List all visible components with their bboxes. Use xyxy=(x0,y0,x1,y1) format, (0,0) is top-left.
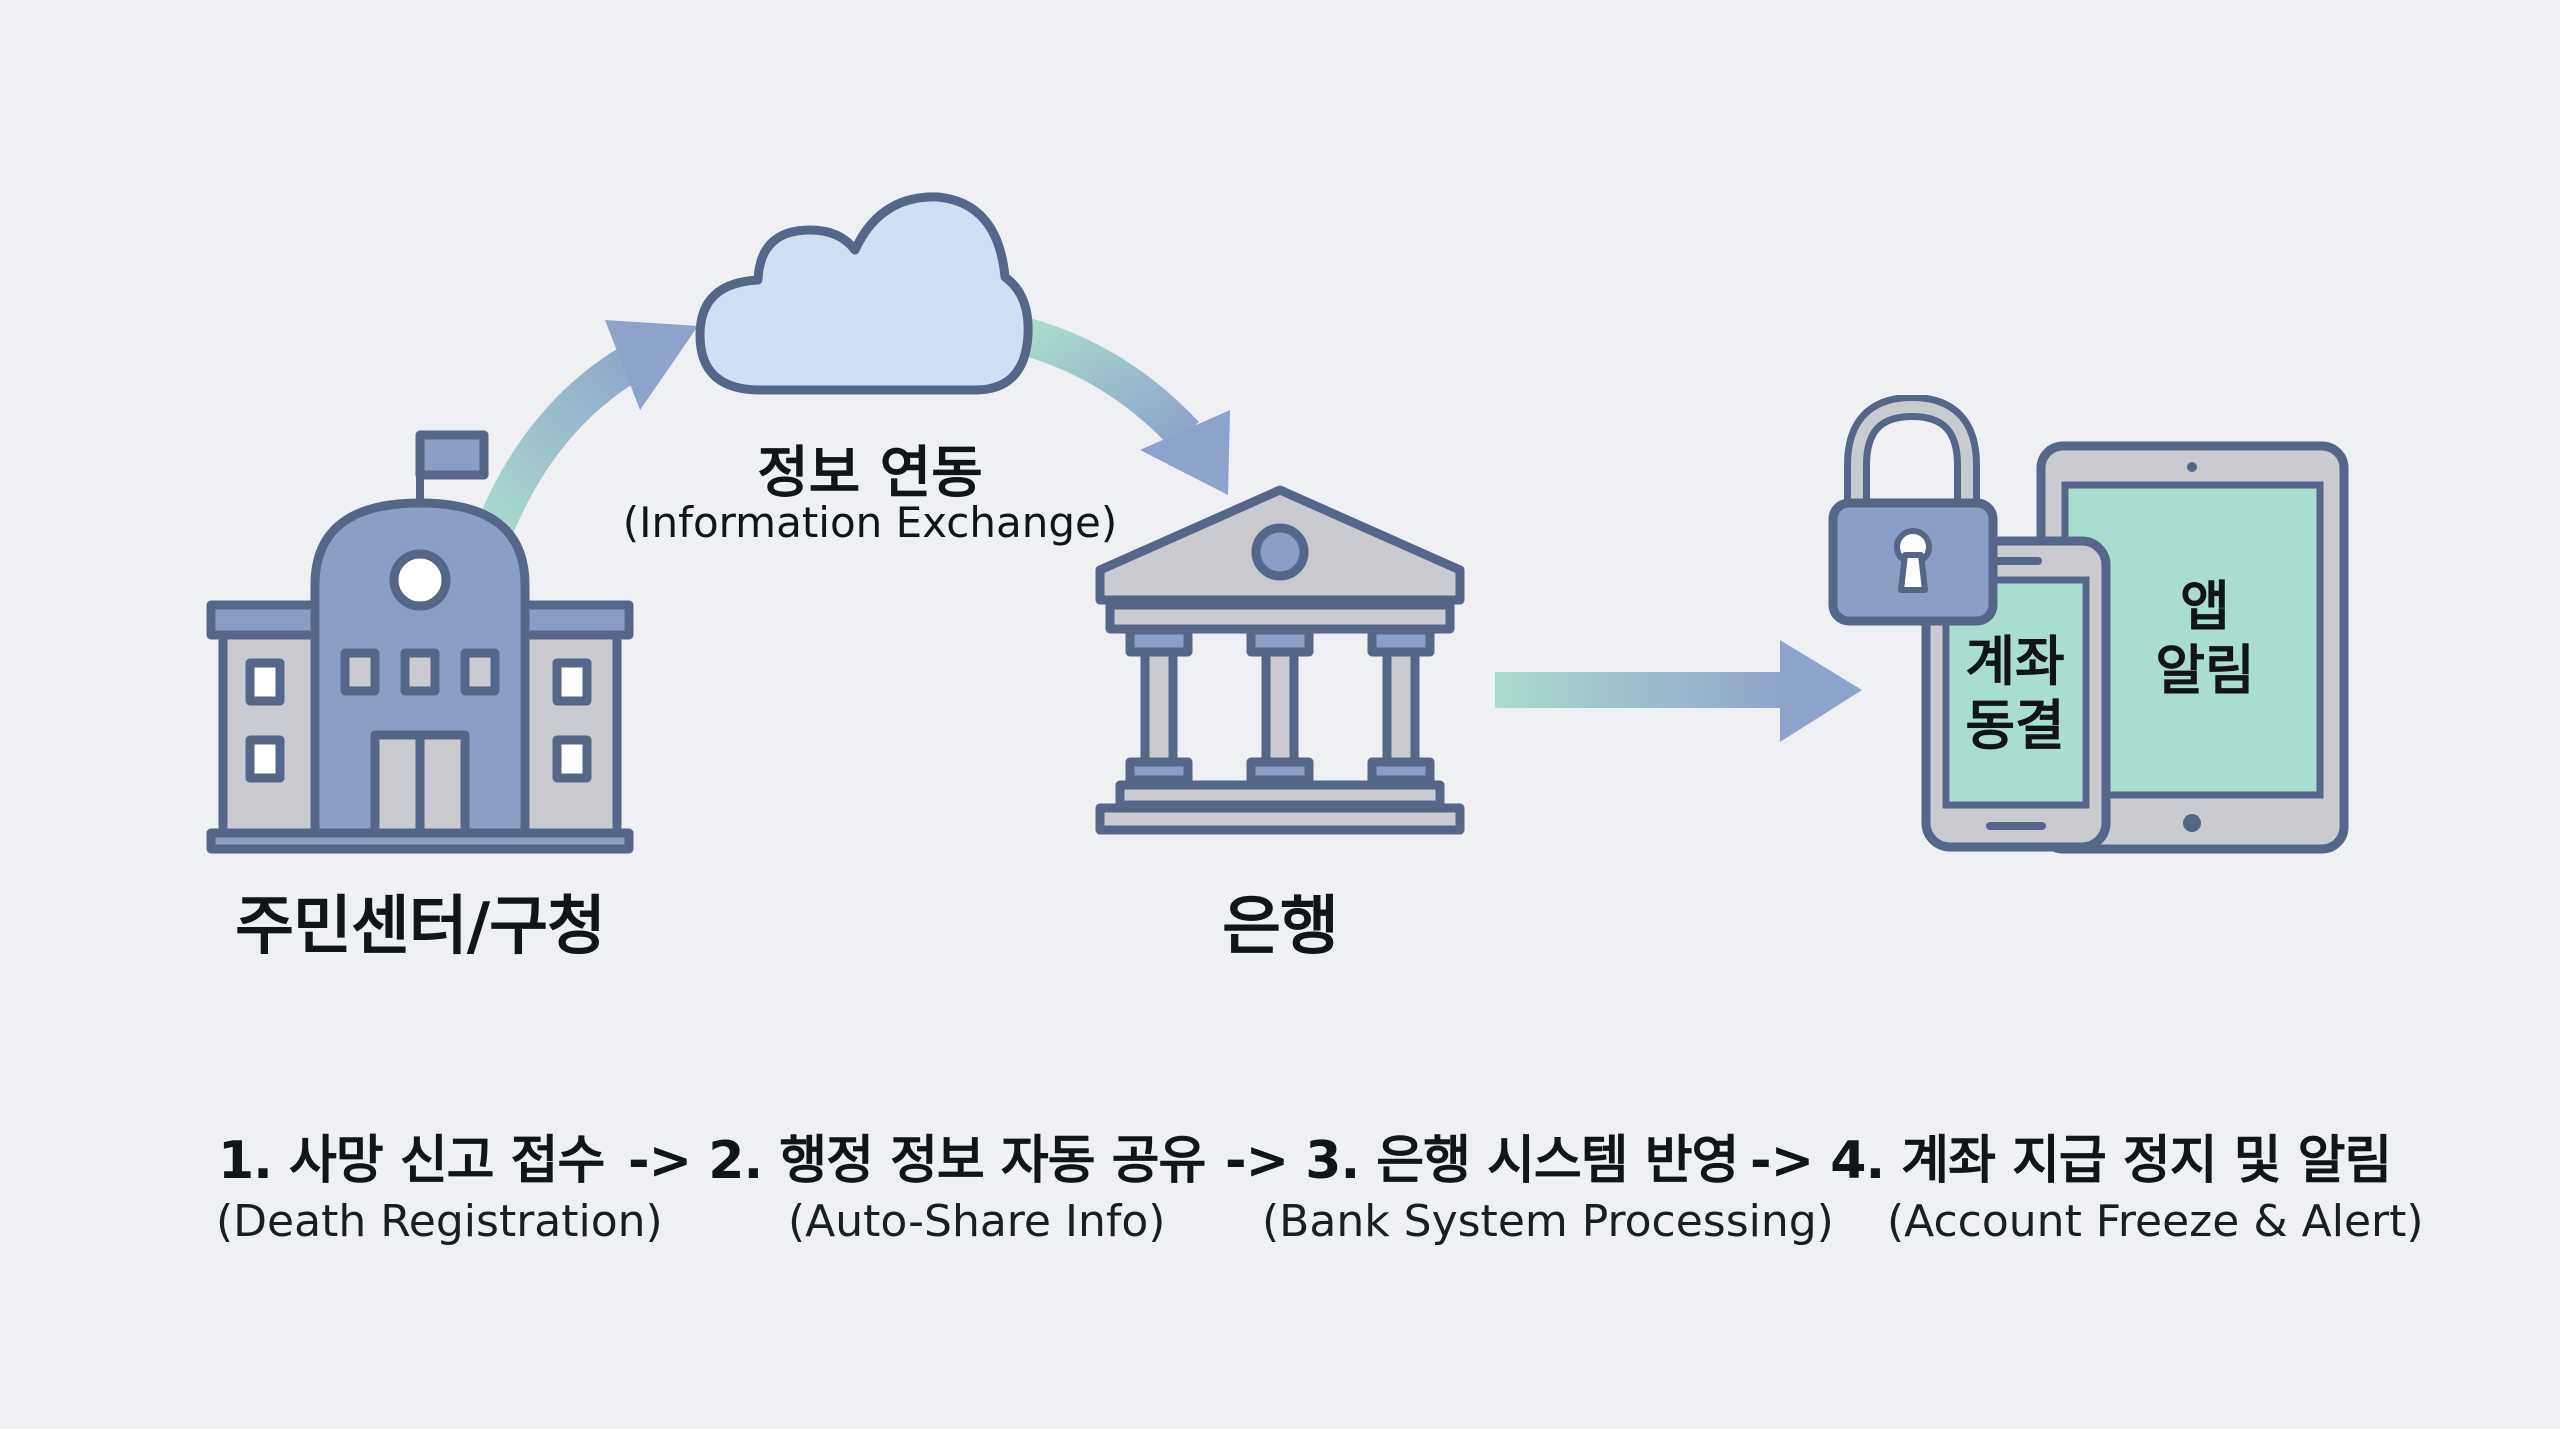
phone-screen-text: 계좌 동결 xyxy=(1965,630,2065,757)
step-3-sub: (Bank System Processing) xyxy=(1262,1196,1834,1247)
sync-subtitle: (Information Exchange) xyxy=(622,498,1118,547)
government-center-label: 주민센터/구청 xyxy=(235,890,606,964)
bank-icon xyxy=(1095,485,1465,835)
step-4-sub: (Account Freeze & Alert) xyxy=(1887,1196,2424,1247)
cloud-icon xyxy=(695,192,1033,395)
arrow-center-to-cloud xyxy=(472,320,698,547)
step-1: 1. 사망 신고 접수 xyxy=(218,1131,605,1191)
step-1-sub: (Death Registration) xyxy=(216,1196,663,1247)
step-2: -> 2. 행정 정보 자동 공유 xyxy=(628,1131,1206,1191)
arrow-cloud-to-bank xyxy=(1015,316,1230,495)
step-2-sub: (Auto-Share Info) xyxy=(788,1196,1166,1247)
tablet-screen-text: 앱 알림 xyxy=(2155,575,2255,702)
step-3: -> 3. 은행 시스템 반영 xyxy=(1225,1131,1739,1191)
step-4: -> 4. 계좌 지급 정지 및 알림 xyxy=(1750,1131,2392,1191)
government-building-icon xyxy=(206,430,634,854)
process-steps: 1. 사망 신고 접수 -> 2. 행정 정보 자동 공유 -> 3. 은행 시… xyxy=(210,1118,2424,1258)
arrow-bank-to-devices xyxy=(1495,640,1862,742)
sync-title: 정보 연동 xyxy=(757,441,983,506)
bank-label: 은행 xyxy=(1222,890,1339,964)
padlock-icon xyxy=(1828,395,1998,626)
